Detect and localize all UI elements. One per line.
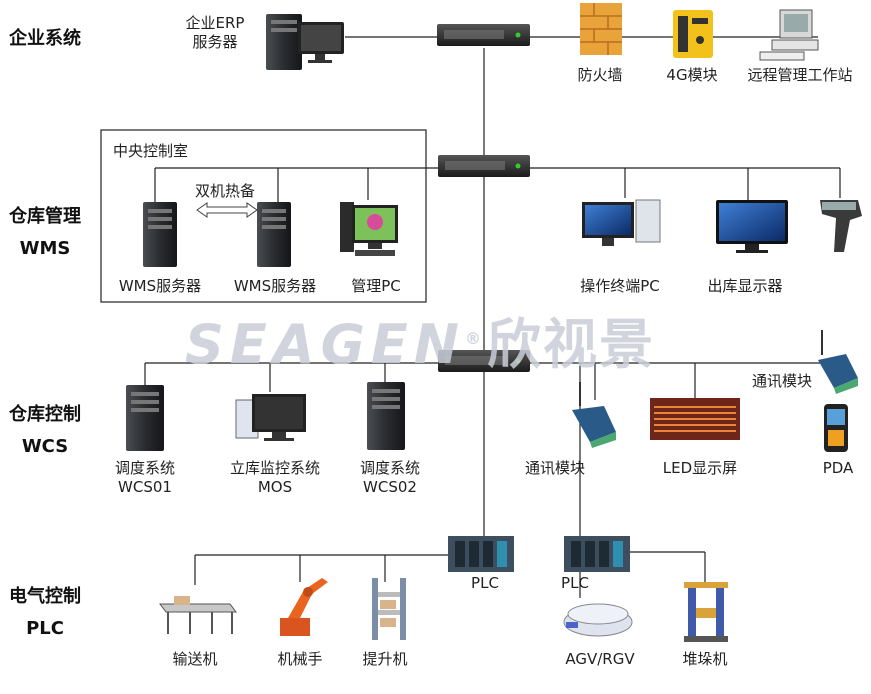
core-switch-icon — [437, 24, 530, 46]
plc-2-label: PLC — [561, 574, 589, 592]
4g-module-icon — [673, 10, 713, 58]
pda-icon — [824, 404, 848, 452]
comm-module-2-icon — [818, 330, 858, 394]
control-room-title: 中央控制室 — [113, 142, 189, 160]
connection-lines — [144, 36, 841, 598]
comm-module-1-icon — [572, 382, 616, 448]
admin-pc-label: 管理PC — [351, 277, 401, 295]
lift-label: 提升机 — [362, 650, 408, 668]
erp-server-icon — [266, 14, 344, 70]
agv-icon — [563, 603, 633, 637]
level-enterprise: 企业系统 — [9, 28, 81, 49]
plc-2-icon — [564, 536, 630, 572]
watermark-latin: SEAGEN — [185, 313, 465, 376]
watermark-reg: ® — [464, 329, 487, 348]
4g-module-label: 4G模块 — [666, 66, 718, 84]
operator-pc-icon — [582, 199, 661, 246]
wcs01-server-icon — [126, 385, 164, 451]
led-screen-label: LED显示屏 — [662, 459, 738, 477]
wcs02-server-icon — [367, 382, 405, 450]
wms-server-1-icon — [143, 202, 177, 267]
hot-standby-arrow-icon — [196, 202, 258, 218]
robot-arm-icon — [280, 578, 328, 636]
level-wms: 仓库管理 WMS — [9, 206, 81, 259]
mos-workstation-icon — [235, 394, 306, 441]
wms-switch-icon — [438, 155, 530, 177]
level-wcs: 仓库控制 WCS — [9, 404, 81, 457]
seagen-watermark: SEAGEN®欣视景 — [185, 300, 655, 379]
robot-arm-label: 机械手 — [277, 650, 323, 668]
agv-label: AGV/RGV — [565, 650, 635, 668]
outbound-display-label: 出库显示器 — [707, 277, 783, 295]
wms-server-1-label: WMS服务器 — [118, 277, 202, 295]
remote-workstation-label: 远程管理工作站 — [747, 66, 853, 84]
wcs02-label: 调度系统 WCS02 — [359, 459, 420, 496]
plc-1-icon — [448, 536, 514, 572]
pda-label: PDA — [822, 459, 854, 477]
led-screen-icon — [650, 398, 740, 440]
watermark-cn: 欣视景 — [486, 313, 655, 376]
operator-pc-label: 操作终端PC — [580, 277, 660, 295]
firewall-label: 防火墙 — [577, 66, 623, 84]
comm-module-2-label: 通讯模块 — [751, 372, 812, 390]
comm-module-1-label: 通讯模块 — [524, 459, 585, 477]
wcs-switch-icon — [438, 350, 530, 372]
level-plc: 电气控制 PLC — [9, 586, 81, 639]
erp-server-label: 企业ERP 服务器 — [185, 14, 245, 51]
control-room-frame — [100, 129, 427, 303]
wcs01-label: 调度系统 WCS01 — [114, 459, 175, 496]
mos-label: 立库监控系统 MOS — [229, 459, 320, 496]
barcode-scanner-icon — [820, 200, 862, 252]
stacker-label: 堆垛机 — [682, 650, 728, 668]
wms-server-2-icon — [257, 202, 291, 267]
conveyor-icon — [159, 596, 237, 634]
outbound-display-icon — [716, 200, 788, 253]
wms-server-2-label: WMS服务器 — [233, 277, 317, 295]
remote-workstation-icon — [759, 9, 819, 61]
stacker-icon — [684, 582, 728, 642]
lift-icon — [372, 578, 406, 640]
plc-1-label: PLC — [471, 574, 499, 592]
conveyor-label: 输送机 — [172, 650, 218, 668]
firewall-icon — [580, 3, 622, 55]
admin-pc-icon — [340, 202, 398, 256]
hot-standby-label: 双机热备 — [194, 182, 255, 200]
